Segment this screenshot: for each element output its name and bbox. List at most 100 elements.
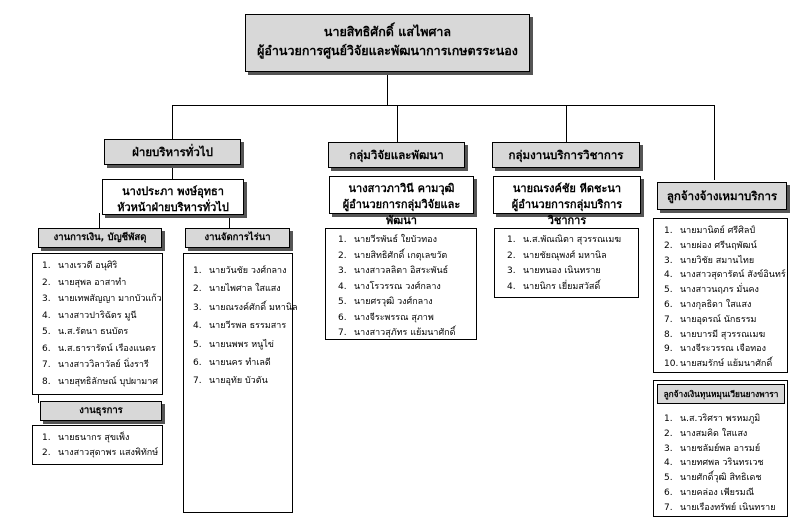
- list-item-number: 3.: [42, 294, 51, 304]
- list-item-number: 3.: [338, 266, 347, 276]
- general-label: งานธุรการ: [79, 405, 123, 416]
- connector-top-down: [387, 75, 388, 105]
- admin-leader-position: หัวหน้าฝ่ายบริหารทั่วไป: [117, 201, 229, 214]
- list-item-text: นายผ่อง ศรีนฤพัฒน์: [680, 240, 757, 251]
- list-item-text: นายวีรพันธ์ ใยบัวทอง: [354, 235, 437, 245]
- list-item-text: นายนคร ทำเลดี: [209, 358, 271, 369]
- general-header: งานธุรการ: [40, 401, 162, 421]
- connector-horizontal: [172, 105, 714, 106]
- research-dept-label: กลุ่มวิจัยและพัฒนา: [349, 148, 444, 162]
- list-item-text: นายอุทัย บัวตัน: [209, 376, 268, 387]
- list-item-text: นางเรวดี อนุศิริ: [58, 261, 118, 271]
- list-item-text: น.ส.รัตนา ธนบัตร: [58, 327, 129, 337]
- list-item: 4.นางสาวปาริฉัตร มูนี: [42, 308, 162, 325]
- list-item-number: 2.: [338, 250, 347, 261]
- list-item-text: น.ส.วริศรา พรหมภูมิ: [680, 414, 761, 424]
- list-item-number: 1.: [193, 266, 202, 276]
- list-item-number: 3.: [664, 255, 673, 266]
- list-item: 8.นายบารมี สุวรรณเมฆ: [664, 328, 787, 343]
- admin-dept-label: ฝ่ายบริหารทั่วไป: [132, 145, 213, 159]
- list-item: 5.นายศักดิ์วุฒิ สิทธิเดช: [664, 471, 776, 486]
- list-item-text: น.ส.พัณณิตา สุวรรณเมฆ: [523, 235, 622, 245]
- list-item-number: 1.: [42, 261, 51, 271]
- list-item-number: 7.: [42, 360, 51, 370]
- list-item: 4.นางสาวสุดารัตน์ สังข์อินทร์: [664, 268, 787, 283]
- list-item-number: 6.: [42, 343, 51, 354]
- list-item: 1.น.ส.พัณณิตา สุวรรณเมฆ: [507, 233, 638, 249]
- list-item-text: นายสุพล อาสาทำ: [58, 277, 127, 288]
- service-leader-box: นายณรงค์ชัย หีดชะนา ผู้อำนวยการกลุ่มบริก…: [493, 176, 641, 227]
- list-item-number: 7.: [664, 314, 673, 325]
- list-item: 7.นายเรืองทรัพย์ เนินทราย: [664, 501, 776, 516]
- list-item: 3. นายวิชัย สมานไทย: [664, 254, 787, 269]
- list-item: 8.นายสุทธิลักษณ์ บุปผามาศ: [42, 374, 162, 391]
- list-item: 5. น.ส.รัตนา ธนบัตร: [42, 324, 162, 341]
- list-item-text: นางโรวรรณ วงศ์กลาง: [354, 281, 441, 292]
- list-item: 6.นางจีระพรรณ สุภาพ: [338, 311, 476, 327]
- contract-member-list: 1. นายมานิตย์ ศรีศิลป์ 2. นายผ่อง ศรีนฤพัฒน…: [664, 224, 787, 372]
- list-item: 1. นายวันชัย วงศ์กลาง: [193, 262, 292, 280]
- finance-header: งานการเงิน, บัญชีพัสดุ: [38, 228, 162, 248]
- list-item-number: 5.: [193, 339, 202, 350]
- list-item-number: 5.: [338, 297, 347, 307]
- service-leader-name: นายณรงค์ชัย หีดชะนา: [512, 182, 622, 195]
- list-item: 10.นายสมรักษ์ แย้มนาศักดิ์: [664, 357, 787, 372]
- list-item-number: 7.: [193, 376, 202, 387]
- connector-contract: [714, 105, 715, 180]
- list-item-number: 4.: [664, 270, 673, 281]
- list-item-text: นายบารมี สุวรรณเมฆ: [680, 329, 766, 340]
- research-leader-box: นางสาวภาวินี คามวุฒิ ผู้อำนวยการกลุ่มวิจ…: [329, 176, 474, 227]
- list-item-text: น.ส.ธารารัตน์ เรืองแนตร: [58, 343, 156, 354]
- connector-service: [566, 105, 567, 142]
- list-item-number: 2.: [664, 428, 673, 439]
- rubber-header: ลูกจ้างเงินทุนหมุนเวียนยางพารา: [657, 384, 785, 404]
- list-item: 4.นางโรวรรณ วงศ์กลาง: [338, 280, 476, 296]
- list-item-number: 3.: [193, 302, 202, 313]
- list-item-number: 3.: [664, 443, 673, 454]
- service-dept-label: กลุ่มงานบริการวิชาการ: [508, 148, 624, 162]
- list-item-number: 1.: [664, 226, 673, 236]
- contract-list-box: 1. นายมานิตย์ ศรีศิลป์ 2. นายผ่อง ศรีนฤพัฒน…: [653, 218, 788, 373]
- list-item: 6.นายคล่อง เพียรมณี: [664, 486, 776, 501]
- list-item-text: นายณรงค์ศักดิ์ มหานิล: [209, 302, 298, 313]
- list-item-number: 6.: [664, 487, 673, 498]
- list-item: 2. นางสมคิด ใสแสง: [664, 427, 776, 442]
- finance-label: งานการเงิน, บัญชีพัสดุ: [53, 232, 147, 243]
- list-item-text: นางสาวสุภัทร แย้มนาศักดิ์: [354, 328, 456, 338]
- list-item: 7. นางสาวสุภัทร แย้มนาศักดิ์: [338, 326, 476, 342]
- list-item: 5.นางสาวนฤภร มั่นคง: [664, 283, 787, 298]
- list-item-text: นางสาวลลิตา อิสระพันธ์: [354, 266, 449, 276]
- list-item: 1.นายวีรพันธ์ ใยบัวทอง: [338, 233, 476, 249]
- list-item-text: นางสาวสุดาพร แสงพิทักษ์: [58, 448, 159, 458]
- admin-dept-box: ฝ่ายบริหารทั่วไป: [104, 139, 241, 165]
- list-item-number: 2.: [664, 240, 673, 251]
- list-item: 2.นางสาวสุดาพร แสงพิทักษ์: [42, 446, 162, 461]
- list-item: 2.นายชัยณุพงศ์ มหานิล: [507, 249, 638, 265]
- list-item-text: นายมานิตย์ ศรีศิลป์: [680, 226, 756, 236]
- list-item-text: นางสมคิด ใสแสง: [680, 428, 748, 439]
- list-item-text: นายวันชัย วงศ์กลาง: [209, 266, 287, 276]
- list-item-number: 6.: [193, 358, 202, 369]
- list-item-number: 5.: [42, 327, 51, 337]
- list-item: 2.นายสุพล อาสาทำ: [42, 275, 162, 292]
- list-item: 6.นางกุลธิดา ใสแสง: [664, 298, 787, 313]
- list-item-text: นายวิชัย สมานไทย: [680, 255, 755, 266]
- list-item-text: นายชัยณุพงศ์ มหานิล: [523, 250, 607, 261]
- list-item: 5.นายศรวุฒิ วงศ์กลาง: [338, 295, 476, 311]
- list-item: 1.น.ส.วริศรา พรหมภูมิ: [664, 412, 776, 427]
- rubber-member-list: 1.น.ส.วริศรา พรหมภูมิ2. นางสมคิด ใสแสง 3. น…: [664, 412, 776, 516]
- list-item: 4.นายทศพล วรินทรเวช: [664, 456, 776, 471]
- list-item: 4.นายนิกร เยี่ยมสวัสดิ์: [507, 280, 638, 296]
- list-item: 9.นางจีระวรรณ เจือทอง: [664, 342, 787, 357]
- list-item-number: 6.: [664, 299, 673, 310]
- list-item-text: นางจีระพรรณ สุภาพ: [354, 312, 434, 323]
- research-dept-box: กลุ่มวิจัยและพัฒนา: [328, 142, 465, 168]
- list-item-number: 7.: [338, 328, 347, 338]
- list-item-number: 8.: [42, 376, 51, 387]
